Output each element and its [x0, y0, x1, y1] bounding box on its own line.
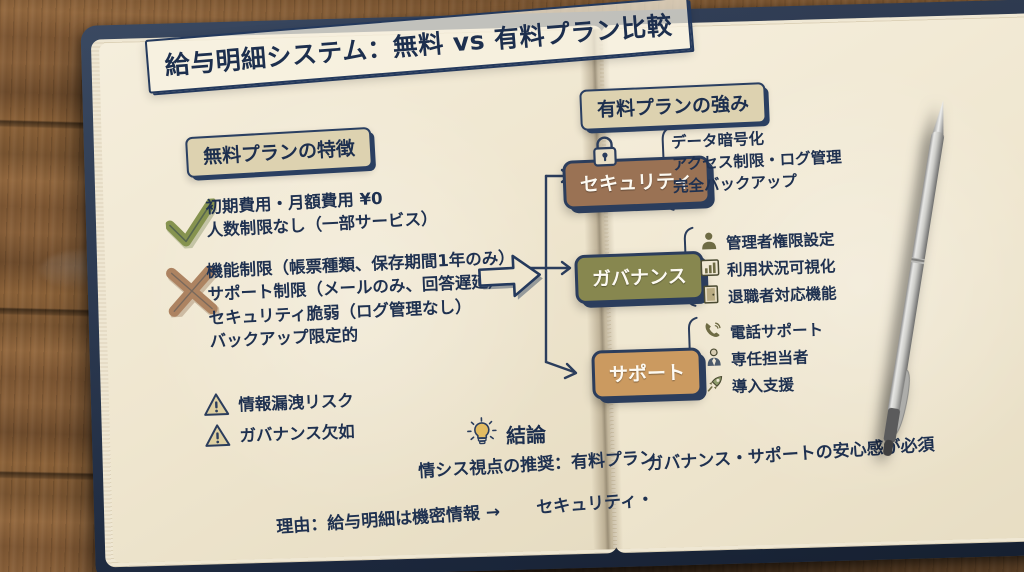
support-detail-list: 電話サポート 専任担当者 導入支 [703, 316, 826, 401]
list-item-label: 管理者権限設定 [725, 229, 835, 253]
category-support[interactable]: サポート [591, 347, 703, 400]
conclusion-heading-text: 結論 [505, 421, 547, 448]
list-item: 管理者権限設定 [698, 225, 835, 258]
governance-detail-list: 管理者権限設定 利用状況可視化 退職者対応機能 [698, 225, 837, 311]
lock-icon [587, 133, 622, 172]
list-item-label: 情報漏洩リスク [238, 391, 355, 415]
person-icon [698, 230, 719, 258]
category-support-label: サポート [591, 347, 703, 400]
rocket-icon [705, 373, 726, 401]
list-item-label: 導入支援 [731, 375, 795, 396]
conclusion-heading: 結論 [465, 414, 546, 453]
cross-mark-icon [164, 264, 221, 321]
door-icon [701, 284, 722, 312]
bar-chart-icon [700, 257, 721, 285]
category-governance[interactable]: ガバナンス [574, 250, 705, 305]
category-governance-label: ガバナンス [574, 250, 705, 305]
big-right-arrow-icon [476, 250, 549, 314]
list-item: 退職者対応機能 [701, 279, 837, 311]
list-item-label: 利用状況可視化 [726, 256, 836, 280]
warning-triangle-icon [204, 423, 231, 452]
warning-triangle-icon [203, 392, 230, 421]
list-item-label: 専任担当者 [730, 347, 809, 369]
list-item: ガバナンス欠如 [204, 418, 355, 452]
check-mark-icon [164, 197, 220, 254]
category-security[interactable]: セキュリティ [562, 136, 711, 210]
security-detail-list: データ暗号化 アクセス制限・ログ管理 完全バックアップ [671, 124, 844, 198]
list-item: 専任担当者 [704, 343, 825, 374]
paid-plan-heading-text: 有料プランの強み [579, 82, 767, 131]
lightbulb-icon [465, 416, 498, 453]
paid-plan-heading: 有料プランの強み [579, 82, 767, 131]
list-item: 導入支援 [705, 370, 826, 401]
list-item-label: 退職者対応機能 [727, 283, 837, 307]
agent-icon [704, 346, 725, 374]
ballpoint-pen [874, 98, 956, 460]
list-item-label: ガバナンス欠如 [239, 422, 356, 446]
list-item-label: 電話サポート [729, 320, 824, 342]
free-plan-cons-list: 機能制限（帳票種類、保存期間1年のみ） サポート制限（メールのみ、回答遅延） セ… [206, 246, 518, 354]
list-item: 情報漏洩リスク [203, 387, 354, 421]
list-item: 電話サポート [703, 316, 824, 347]
list-item: 利用状況可視化 [700, 252, 836, 284]
free-plan-risks-list: 情報漏洩リスク ガバナンス欠如 [203, 387, 356, 455]
phone-icon [703, 319, 724, 347]
